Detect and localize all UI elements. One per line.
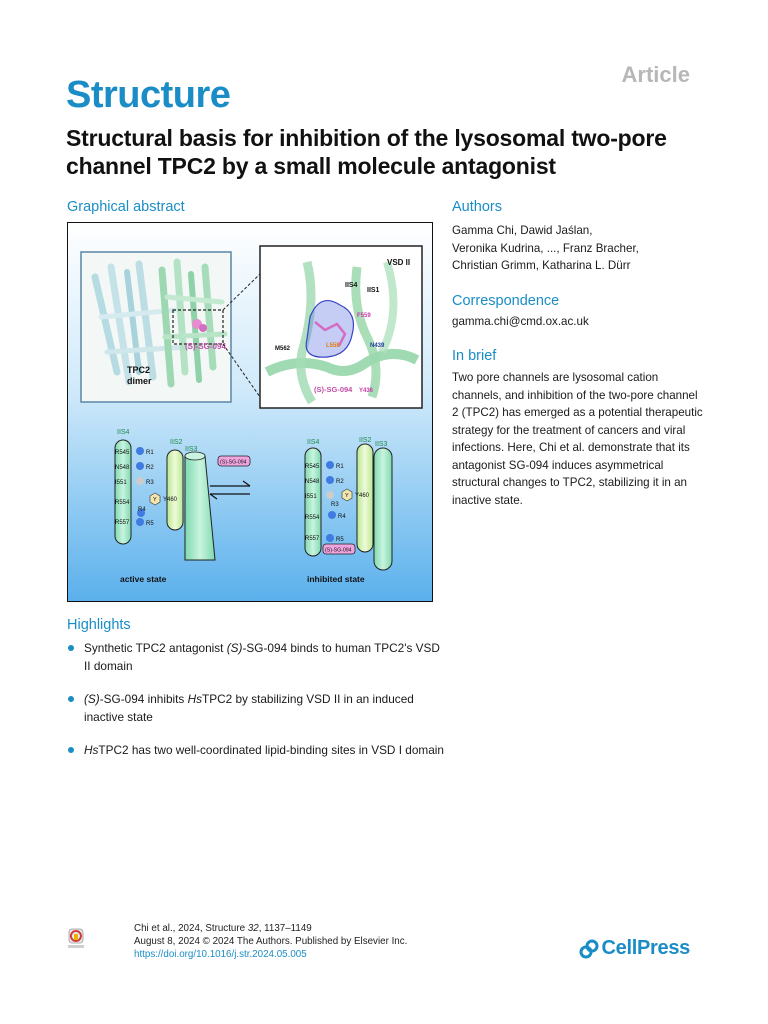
paper-title: Structural basis for inhibition of the l…: [66, 125, 667, 179]
label-f559: F559: [357, 313, 371, 319]
svg-text:IIS4: IIS4: [117, 429, 130, 436]
svg-text:I551: I551: [305, 494, 317, 500]
svg-text:IIS2: IIS2: [359, 437, 372, 444]
label-l558: L558: [326, 343, 340, 349]
highlights-list: Synthetic TPC2 antagonist (S)-SG-094 bin…: [67, 640, 447, 776]
authors-list: Gamma Chi, Dawid Jaślan, Veronika Kudrin…: [452, 222, 712, 275]
svg-text:Y: Y: [345, 493, 349, 499]
svg-text:Y: Y: [153, 497, 157, 503]
bullet-icon: [68, 747, 74, 753]
bullet-icon: [68, 696, 74, 702]
svg-text:R3: R3: [331, 502, 339, 508]
zoom-ligand-label: (S)-SG-094: [314, 385, 353, 394]
svg-text:active state: active state: [120, 574, 167, 584]
highlight-item: Synthetic TPC2 antagonist (S)-SG-094 bin…: [67, 640, 447, 675]
bullet-icon: [68, 645, 74, 651]
svg-text:R545: R545: [115, 450, 130, 456]
cellpress-logo: CellPress: [579, 937, 690, 960]
zoom-box: [172, 309, 224, 345]
equilibrium-arrows: [209, 480, 251, 500]
svg-text:IIS3: IIS3: [375, 441, 388, 448]
svg-text:R554: R554: [115, 500, 130, 506]
svg-text:N548: N548: [305, 479, 320, 485]
svg-text:R5: R5: [146, 521, 154, 527]
svg-text:Y460: Y460: [163, 497, 178, 503]
active-state-schematic: IIS4 IIS2 IIS3 R545 N548 I551 R554 R557 …: [114, 429, 216, 584]
svg-text:R545: R545: [305, 464, 320, 470]
label-m562: M562: [275, 346, 291, 352]
svg-text:R557: R557: [115, 520, 130, 526]
svg-text:N548: N548: [115, 465, 130, 471]
authors-line-1: Gamma Chi, Dawid Jaślan,: [452, 224, 593, 237]
highlights-heading: Highlights: [67, 617, 131, 633]
citation-block: Chi et al., 2024, Structure 32, 1137–114…: [134, 922, 407, 961]
svg-text:R5: R5: [336, 537, 344, 543]
authors-line-2: Veronika Kudrina, ..., Franz Bracher,: [452, 241, 639, 255]
citation-line-2: August 8, 2024 © 2024 The Authors. Publi…: [134, 936, 408, 947]
vsd-label: VSD II: [387, 258, 410, 267]
in-brief-text: Two pore channels are lysosomal cation c…: [452, 371, 703, 507]
svg-text:IIS4: IIS4: [307, 439, 320, 446]
dimer-helices: [91, 258, 228, 388]
doi-link[interactable]: https://doi.org/10.1016/j.str.2024.05.00…: [134, 949, 307, 960]
svg-text:R2: R2: [336, 479, 344, 485]
highlight-item: HsTPC2 has two well-coordinated lipid-bi…: [67, 742, 447, 760]
svg-text:R1: R1: [336, 464, 344, 470]
authors-line-3: Christian Grimm, Katharina L. Dürr: [452, 259, 631, 272]
svg-text:IIS2: IIS2: [170, 439, 183, 446]
label-y436: Y436: [359, 388, 374, 394]
check-for-updates-icon[interactable]: [67, 928, 85, 950]
in-brief-heading: In brief: [452, 348, 497, 364]
article-type-tag: Article: [621, 62, 690, 87]
dimer-label-tpc2: TPC2: [127, 365, 150, 375]
graphical-abstract-figure: (S)-SG-094 TPC2 dimer VSD II IIS4 IIS1 F…: [67, 222, 433, 602]
dimer-label-dimer: dimer: [127, 376, 152, 386]
svg-text:R3: R3: [146, 480, 154, 486]
svg-text:IIS3: IIS3: [185, 446, 198, 453]
authors-heading: Authors: [452, 199, 502, 215]
svg-text:R2: R2: [146, 465, 154, 471]
dimer-ligand-label: (S)-SG-094: [185, 342, 226, 351]
svg-text:R557: R557: [305, 536, 320, 542]
citation-line-1: Chi et al., 2024, Structure 32, 1137–114…: [134, 923, 312, 934]
cellpress-logo-icon: [579, 939, 599, 959]
correspondence-email-link[interactable]: gamma.chi@cmd.ox.ac.uk: [452, 315, 589, 328]
correspondence-heading: Correspondence: [452, 293, 560, 309]
svg-text:R554: R554: [305, 515, 320, 521]
svg-text:R4: R4: [338, 514, 346, 520]
svg-text:inhibited state: inhibited state: [307, 574, 365, 584]
inhibited-state-schematic: IIS4 IIS2 IIS3 R545 N548 I551 R554 R557 …: [304, 437, 393, 584]
svg-text:(S)-SG-094: (S)-SG-094: [325, 548, 352, 554]
journal-name: Structure: [66, 74, 231, 116]
label-iis4: IIS4: [345, 282, 358, 289]
highlight-item: (S)-SG-094 inhibits HsTPC2 by stabilizin…: [67, 691, 447, 726]
svg-text:Y460: Y460: [355, 493, 370, 499]
ligand-pill-label: (S)-SG-094: [220, 460, 247, 466]
label-n439: N439: [370, 343, 385, 349]
ligand-pill: [217, 455, 251, 467]
svg-text:I551: I551: [115, 480, 127, 486]
label-iis1: IIS1: [367, 287, 380, 294]
graphical-abstract-heading: Graphical abstract: [67, 199, 185, 215]
svg-text:R4: R4: [138, 507, 146, 513]
svg-text:R1: R1: [146, 450, 154, 456]
